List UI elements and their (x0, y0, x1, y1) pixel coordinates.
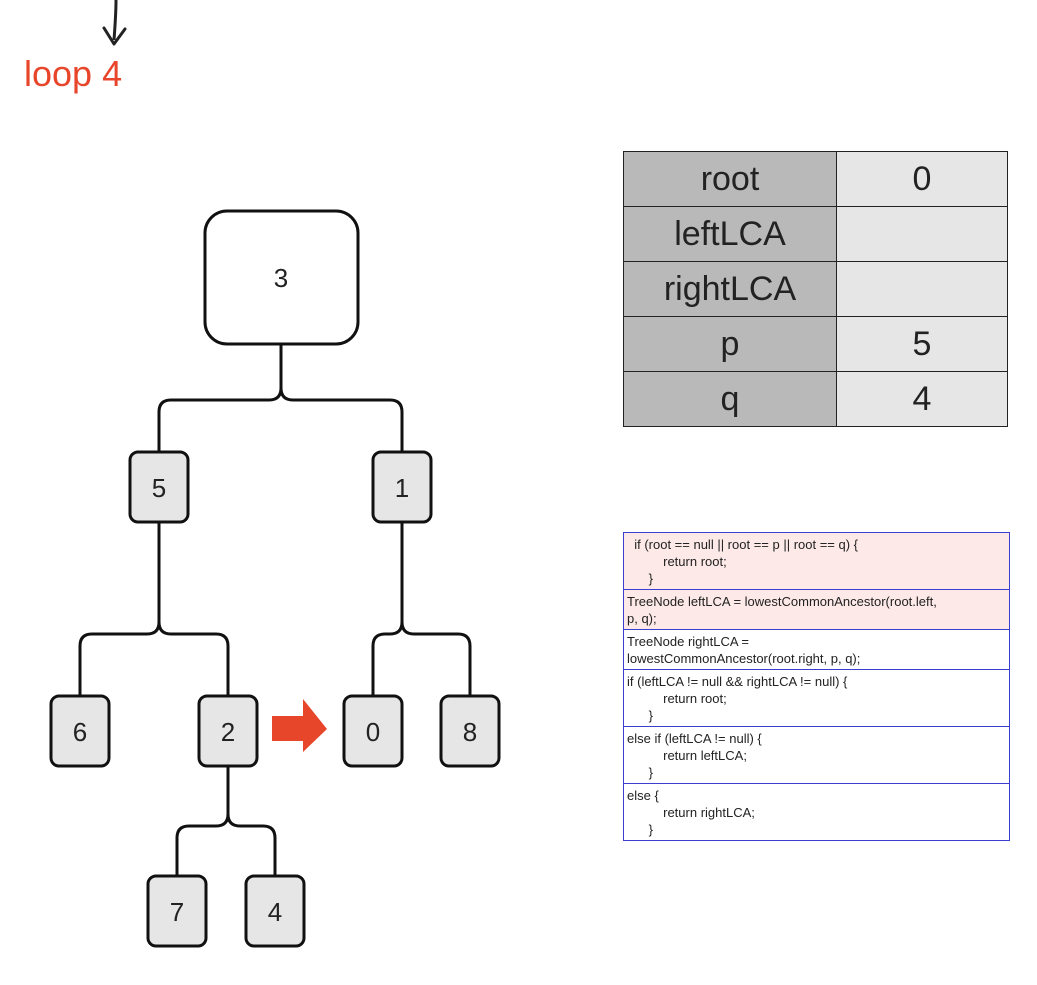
code-line: TreeNode leftLCA = lowestCommonAncestor(… (627, 594, 937, 609)
code-line: TreeNode rightLCA = (627, 634, 750, 649)
variable-value: 4 (836, 371, 1008, 427)
tree-node: 1 (371, 450, 433, 524)
code-block-executed: if (root == null || root == p || root ==… (624, 533, 1009, 590)
code-line: return root; (627, 691, 727, 706)
tree-node: 4 (244, 874, 306, 948)
code-line: if (leftLCA != null && rightLCA != null)… (627, 674, 848, 689)
code-line: if (root == null || root == p || root ==… (627, 537, 859, 552)
code-block: if (leftLCA != null && rightLCA != null)… (624, 670, 1009, 727)
code-line: lowestCommonAncestor(root.right, p, q); (627, 651, 861, 666)
down-arrow-icon (102, 0, 127, 46)
tree-node: 6 (49, 694, 111, 768)
variable-row: leftLCA (623, 206, 1008, 262)
variable-row: rightLCA (623, 261, 1008, 317)
tree-node-root: 3 (203, 209, 360, 346)
tree-node-label: 0 (366, 717, 380, 747)
code-line: p, q); (627, 611, 657, 626)
code-block-executed: TreeNode leftLCA = lowestCommonAncestor(… (624, 590, 1009, 630)
tree-node-label: 5 (152, 473, 166, 503)
variable-value: 0 (836, 151, 1008, 207)
tree-node: 5 (128, 450, 190, 524)
code-line: } (627, 765, 654, 780)
tree-edges (78, 344, 472, 876)
variable-name: p (623, 316, 837, 372)
code-block: else if (leftLCA != null) { return leftL… (624, 727, 1009, 784)
tree-node-label: 3 (274, 263, 288, 293)
tree-node-label: 6 (73, 717, 87, 747)
code-line: else if (leftLCA != null) { (627, 731, 762, 746)
variable-value (836, 261, 1008, 317)
code-block: else { return rightLCA; } (624, 784, 1009, 840)
code-line: } (627, 571, 654, 586)
tree-node-label: 8 (463, 717, 477, 747)
tree-node-label: 7 (170, 897, 184, 927)
code-line: } (627, 708, 654, 723)
variable-name: rightLCA (623, 261, 837, 317)
tree-node: 7 (146, 874, 208, 948)
code-panel: if (root == null || root == p || root ==… (623, 532, 1010, 841)
variable-name: q (623, 371, 837, 427)
variable-value: 5 (836, 316, 1008, 372)
tree-node-label: 4 (268, 897, 282, 927)
tree-node-current: 0 (342, 694, 404, 768)
variable-value (836, 206, 1008, 262)
code-line: return leftLCA; (627, 748, 747, 763)
variable-name: leftLCA (623, 206, 837, 262)
tree-node: 2 (197, 694, 259, 768)
code-line: else { (627, 788, 659, 803)
code-line: return rightLCA; (627, 805, 755, 820)
tree-node-label: 2 (221, 717, 235, 747)
code-line: } (627, 822, 654, 837)
tree-node: 8 (439, 694, 501, 768)
variable-name: root (623, 151, 837, 207)
right-arrow-icon (272, 699, 327, 752)
loop-title: loop 4 (24, 53, 123, 94)
code-block: TreeNode rightLCA = lowestCommonAncestor(… (624, 630, 1009, 670)
code-line: return root; (627, 554, 727, 569)
tree-node-label: 1 (395, 473, 409, 503)
